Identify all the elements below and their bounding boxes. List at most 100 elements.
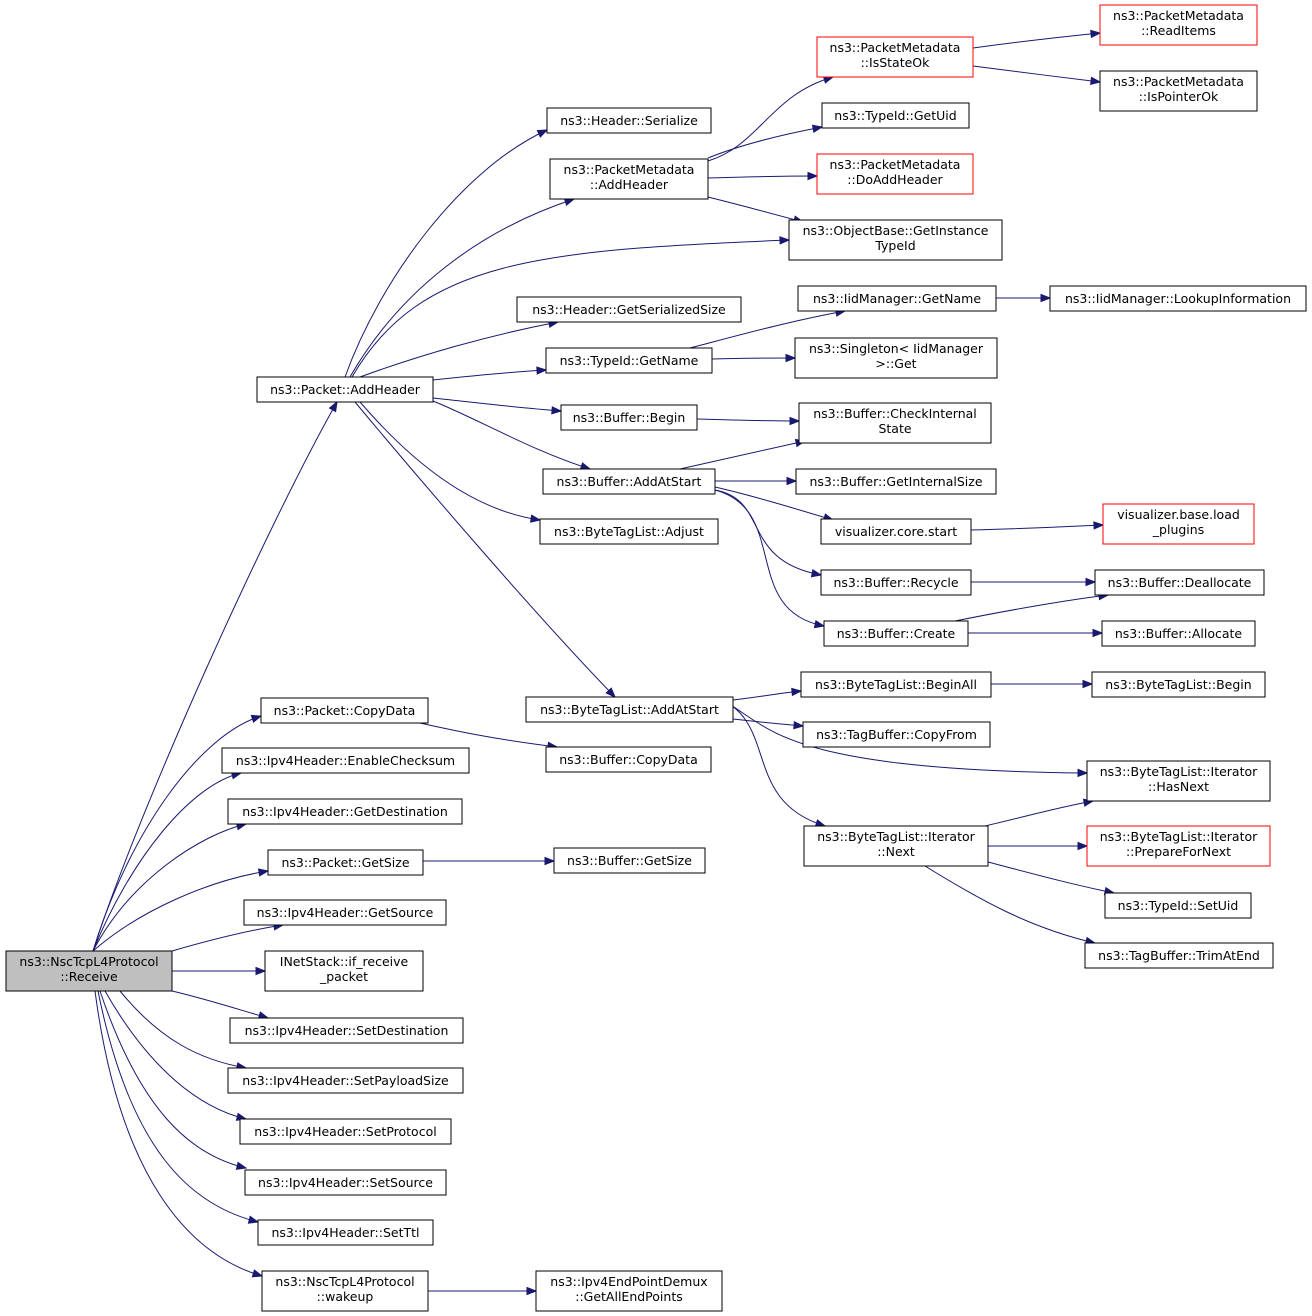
edge-line: [349, 198, 575, 378]
node-btlithasnext[interactable]: ns3::ByteTagList::Iterator::HasNext: [1086, 760, 1271, 802]
edge-line: [707, 76, 834, 162]
node-label: ::Receive: [60, 969, 118, 984]
edge-arrowhead: [813, 619, 826, 629]
node-box: [227, 798, 463, 825]
edge-arrowhead: [605, 687, 616, 698]
node-vizstart[interactable]: visualizer.core.start: [820, 518, 972, 545]
node-getallendpoints[interactable]: ns3::Ipv4EndPointDemux::GetAllEndPoints: [535, 1270, 723, 1312]
node-setttl[interactable]: ns3::Ipv4Header::SetTtl: [257, 1219, 434, 1246]
node-box: [1086, 760, 1271, 802]
edge-arrowhead: [1040, 293, 1052, 303]
node-bufcopydata[interactable]: ns3::Buffer::CopyData: [545, 746, 712, 773]
node-label: ns3::ByteTagList::Begin: [1105, 677, 1251, 692]
edge-pmaddheader-to-objbase: [707, 196, 805, 224]
node-receive[interactable]: ns3::NscTcpL4Protocol::Receive: [5, 950, 173, 992]
node-pmdoaddheader[interactable]: ns3::PacketMetadata::DoAddHeader: [816, 153, 974, 195]
node-iidlookup[interactable]: ns3::IidManager::LookupInformation: [1049, 285, 1307, 312]
node-singleton[interactable]: ns3::Singleton< IidManager>::Get: [794, 337, 998, 379]
edge-arrowhead: [235, 1161, 248, 1170]
edge-line: [679, 440, 806, 470]
node-enablecs[interactable]: ns3::Ipv4Header::EnableChecksum: [221, 747, 470, 774]
node-label: ns3::Buffer::Create: [837, 626, 956, 641]
node-bufrecycle[interactable]: ns3::Buffer::Recycle: [820, 569, 972, 596]
node-label: ::AddHeader: [590, 177, 669, 192]
node-setpayload[interactable]: ns3::Ipv4Header::SetPayloadSize: [227, 1067, 464, 1094]
edge-btlitnext-to-btlitprepare: [988, 841, 1089, 851]
node-getdest[interactable]: ns3::Ipv4Header::GetDestination: [227, 798, 463, 825]
edge-line: [171, 924, 284, 952]
edge-pmaddheader-to-pmdoaddheader: [707, 171, 819, 181]
node-box: [788, 219, 1003, 261]
node-bufbegin[interactable]: ns3::Buffer::Begin: [560, 404, 698, 431]
node-label: ns3::Ipv4Header::SetPayloadSize: [242, 1073, 449, 1088]
node-tidsetuid[interactable]: ns3::TypeId::SetUid: [1104, 892, 1252, 919]
node-btlitprepare[interactable]: ns3::ByteTagList::Iterator::PrepareForNe…: [1086, 825, 1271, 867]
edge-addheader-to-hdrgetsersize: [359, 319, 560, 378]
node-setdest[interactable]: ns3::Ipv4Header::SetDestination: [229, 1017, 464, 1044]
node-label: ns3::IidManager::GetName: [813, 291, 981, 306]
node-setproto[interactable]: ns3::Ipv4Header::SetProtocol: [239, 1118, 452, 1145]
node-btladjust[interactable]: ns3::ByteTagList::Adjust: [539, 518, 719, 545]
edge-line: [351, 239, 790, 378]
node-bufgetsize[interactable]: ns3::Buffer::GetSize: [553, 847, 706, 874]
node-pktgetsize[interactable]: ns3::Packet::GetSize: [267, 849, 424, 876]
node-label: ns3::ByteTagList::Iterator: [1100, 764, 1258, 779]
node-label: ns3::IidManager::LookupInformation: [1065, 291, 1291, 306]
node-copydata[interactable]: ns3::Packet::CopyData: [260, 697, 429, 724]
edge-line: [714, 486, 834, 521]
node-pmisstateok[interactable]: ns3::PacketMetadata::IsStateOk: [816, 36, 974, 78]
node-bufaddatstart[interactable]: ns3::Buffer::AddAtStart: [542, 468, 716, 495]
edge-arrowhead: [536, 129, 549, 138]
edge-line: [689, 310, 846, 349]
node-bufcreate[interactable]: ns3::Buffer::Create: [823, 620, 969, 647]
edge-arrowhead: [1092, 628, 1104, 638]
node-box: [525, 696, 734, 723]
node-pmreaditems[interactable]: ns3::PacketMetadata::ReadItems: [1099, 4, 1258, 46]
edge-btlitnext-to-btlithasnext: [984, 798, 1095, 827]
node-label: ns3::Ipv4Header::SetProtocol: [254, 1124, 436, 1139]
node-pmaddheader[interactable]: ns3::PacketMetadata::AddHeader: [549, 158, 709, 200]
node-iidgetname[interactable]: ns3::IidManager::GetName: [797, 285, 997, 312]
edge-line: [732, 690, 802, 701]
node-label: ns3::Buffer::GetInternalSize: [809, 474, 982, 489]
node-vizloadplugins[interactable]: visualizer.base.load_plugins: [1102, 503, 1255, 545]
node-box: [545, 746, 712, 773]
node-btlbegin[interactable]: ns3::ByteTagList::Begin: [1091, 671, 1266, 698]
node-hdrgetsersize[interactable]: ns3::Header::GetSerializedSize: [516, 296, 742, 323]
node-tidgetuid[interactable]: ns3::TypeId::GetUid: [821, 102, 970, 129]
nodes-layer: ns3::NscTcpL4Protocol::Receive ns3::Packe…: [5, 4, 1307, 1312]
node-setsource[interactable]: ns3::Ipv4Header::SetSource: [244, 1169, 447, 1196]
node-box: [229, 1017, 464, 1044]
node-inetstack[interactable]: INetStack::if_receive_packet: [264, 950, 424, 992]
node-bufgetinternal[interactable]: ns3::Buffer::GetInternalSize: [795, 468, 997, 495]
edge-receive-to-getsource: [171, 922, 285, 952]
node-label: ns3::ByteTagList::Iterator: [1100, 829, 1258, 844]
edge-line: [714, 489, 825, 627]
node-label: ns3::ByteTagList::BeginAll: [815, 677, 977, 692]
edge-arrowhead: [563, 197, 576, 207]
edge-btlitnext-to-tidsetuid: [987, 861, 1116, 896]
node-bufdealloc[interactable]: ns3::Buffer::Deallocate: [1094, 569, 1265, 596]
edge-vizstart-to-vizloadplugins: [970, 521, 1105, 531]
edge-pktgetsize-to-bufgetsize: [423, 856, 556, 866]
node-label: ns3::TagBuffer::CopyFrom: [816, 727, 977, 742]
edge-arrowhead: [793, 720, 805, 730]
node-hdrserialize[interactable]: ns3::Header::Serialize: [546, 107, 712, 134]
node-tbcopyfrom[interactable]: ns3::TagBuffer::CopyFrom: [802, 721, 991, 748]
node-tbtrimatend[interactable]: ns3::TagBuffer::TrimAtEnd: [1084, 942, 1274, 969]
node-getsource[interactable]: ns3::Ipv4Header::GetSource: [243, 899, 447, 926]
node-btlitnext[interactable]: ns3::ByteTagList::Iterator::Next: [803, 825, 989, 867]
node-tidgetname[interactable]: ns3::TypeId::GetName: [545, 347, 713, 374]
node-wakeup[interactable]: ns3::NscTcpL4Protocol::wakeup: [261, 1270, 429, 1312]
node-label: ns3::ObjectBase::GetInstance: [803, 223, 989, 238]
node-btlbeginall[interactable]: ns3::ByteTagList::BeginAll: [800, 671, 992, 698]
node-btladdatstart[interactable]: ns3::ByteTagList::AddAtStart: [525, 696, 734, 723]
node-addheader[interactable]: ns3::Packet::AddHeader: [256, 376, 434, 403]
node-bufalloc[interactable]: ns3::Buffer::Allocate: [1101, 620, 1256, 647]
node-pmispointerok[interactable]: ns3::PacketMetadata::IsPointerOk: [1099, 70, 1258, 112]
edge-bufaddatstart-to-bufgetinternal: [715, 476, 798, 486]
node-box: [549, 158, 709, 200]
node-box: [798, 402, 992, 444]
